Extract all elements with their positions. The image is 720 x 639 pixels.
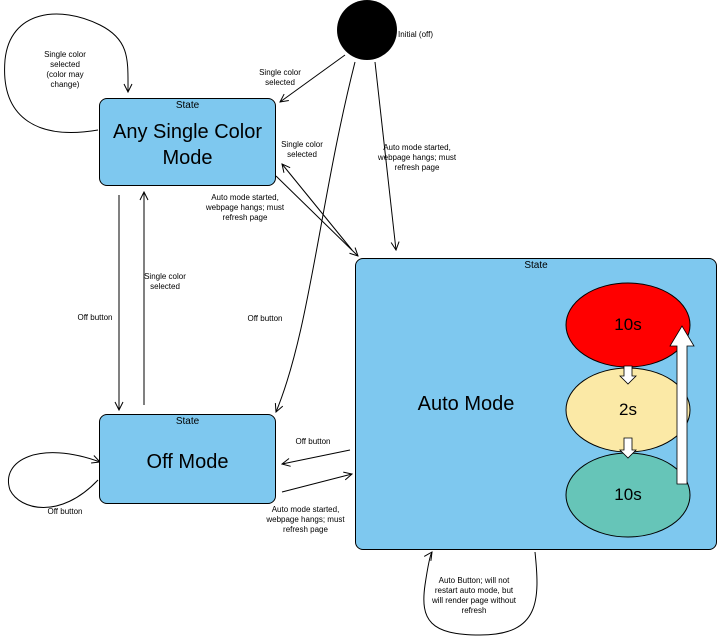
off-self-loop — [8, 452, 100, 508]
edge-off-to-auto — [281, 474, 352, 493]
auto-self-loop — [423, 552, 538, 636]
label-line: Auto mode started, — [271, 505, 340, 514]
label-line: selected — [150, 282, 180, 291]
initial-node — [337, 0, 397, 60]
label-line: refresh page — [283, 525, 328, 534]
label-auto-self: Auto Button; will not restart auto mode,… — [424, 576, 524, 616]
label-line: refresh page — [394, 163, 440, 172]
label-line: webpage hangs; must — [205, 203, 285, 212]
label-auto-to-off: Off button — [288, 437, 338, 447]
label-single-to-off: Off button — [70, 313, 120, 323]
cycle-label-teal: 10s — [614, 485, 642, 504]
label-line: Auto Button; will not — [438, 576, 510, 585]
label-line: Off button — [295, 437, 331, 446]
single-self-loop — [4, 13, 128, 133]
edge-single-to-auto — [275, 175, 358, 256]
edge-initial-to-single — [280, 54, 346, 102]
state-header: State — [524, 260, 548, 271]
label-line: Single color — [144, 272, 186, 281]
state-name-line2: Mode — [162, 147, 213, 169]
edge-initial-to-off — [276, 61, 356, 412]
state-name-line1: Any Single Color — [113, 121, 262, 143]
edge-initial-to-auto — [374, 61, 396, 250]
label-single-self: Single color selected (color may change) — [35, 50, 95, 90]
label-line: Single color — [44, 50, 86, 59]
label-line: Auto mode started, — [211, 193, 279, 202]
state-header: State — [175, 100, 200, 111]
label-line: Auto mode started, — [383, 143, 451, 152]
edge-auto-to-single — [282, 164, 353, 251]
label-auto-to-single: Single color selected — [272, 140, 332, 160]
label-line: selected — [50, 60, 80, 69]
label-line: selected — [265, 78, 295, 87]
label-line: change) — [50, 80, 80, 89]
label-line: webpage hangs; must — [377, 153, 457, 162]
label-line: selected — [287, 150, 317, 159]
label-off-self: Off button — [40, 507, 90, 517]
initial-label: Initial (off) — [398, 30, 433, 39]
state-header: State — [175, 416, 200, 427]
label-line: Off button — [47, 507, 83, 516]
label-off-to-single: Single color selected — [135, 272, 195, 292]
label-initial-to-single: Single color selected — [250, 68, 310, 88]
state-off-mode[interactable]: State Off Mode — [99, 414, 276, 504]
label-line: webpage hangs; must — [266, 515, 345, 524]
label-off-to-auto: Auto mode started, webpage hangs; must r… — [258, 505, 353, 535]
label-line: restart auto mode, but — [434, 586, 514, 595]
edge-auto-to-off — [282, 449, 351, 464]
label-line: Single color — [259, 68, 301, 77]
state-name: Auto Mode — [417, 393, 515, 415]
label-single-to-auto: Auto mode started, webpage hangs; must r… — [200, 193, 290, 223]
label-line: Single color — [281, 140, 323, 149]
cycle-label-red: 10s — [614, 315, 642, 334]
label-line: (color may — [46, 70, 84, 79]
state-name: Off Mode — [146, 451, 229, 473]
label-line: will render page without — [431, 596, 517, 605]
label-initial-to-auto: Auto mode started, webpage hangs; must r… — [372, 143, 462, 173]
label-line: Off button — [77, 313, 113, 322]
label-line: refresh — [461, 606, 487, 615]
state-any-single-color-mode[interactable]: State Any Single Color Mode — [99, 98, 276, 186]
label-line: refresh page — [222, 213, 268, 222]
label-initial-to-off: Off button — [240, 314, 290, 324]
cycle-label-yellow: 2s — [619, 400, 637, 419]
label-line: Off button — [247, 314, 283, 323]
